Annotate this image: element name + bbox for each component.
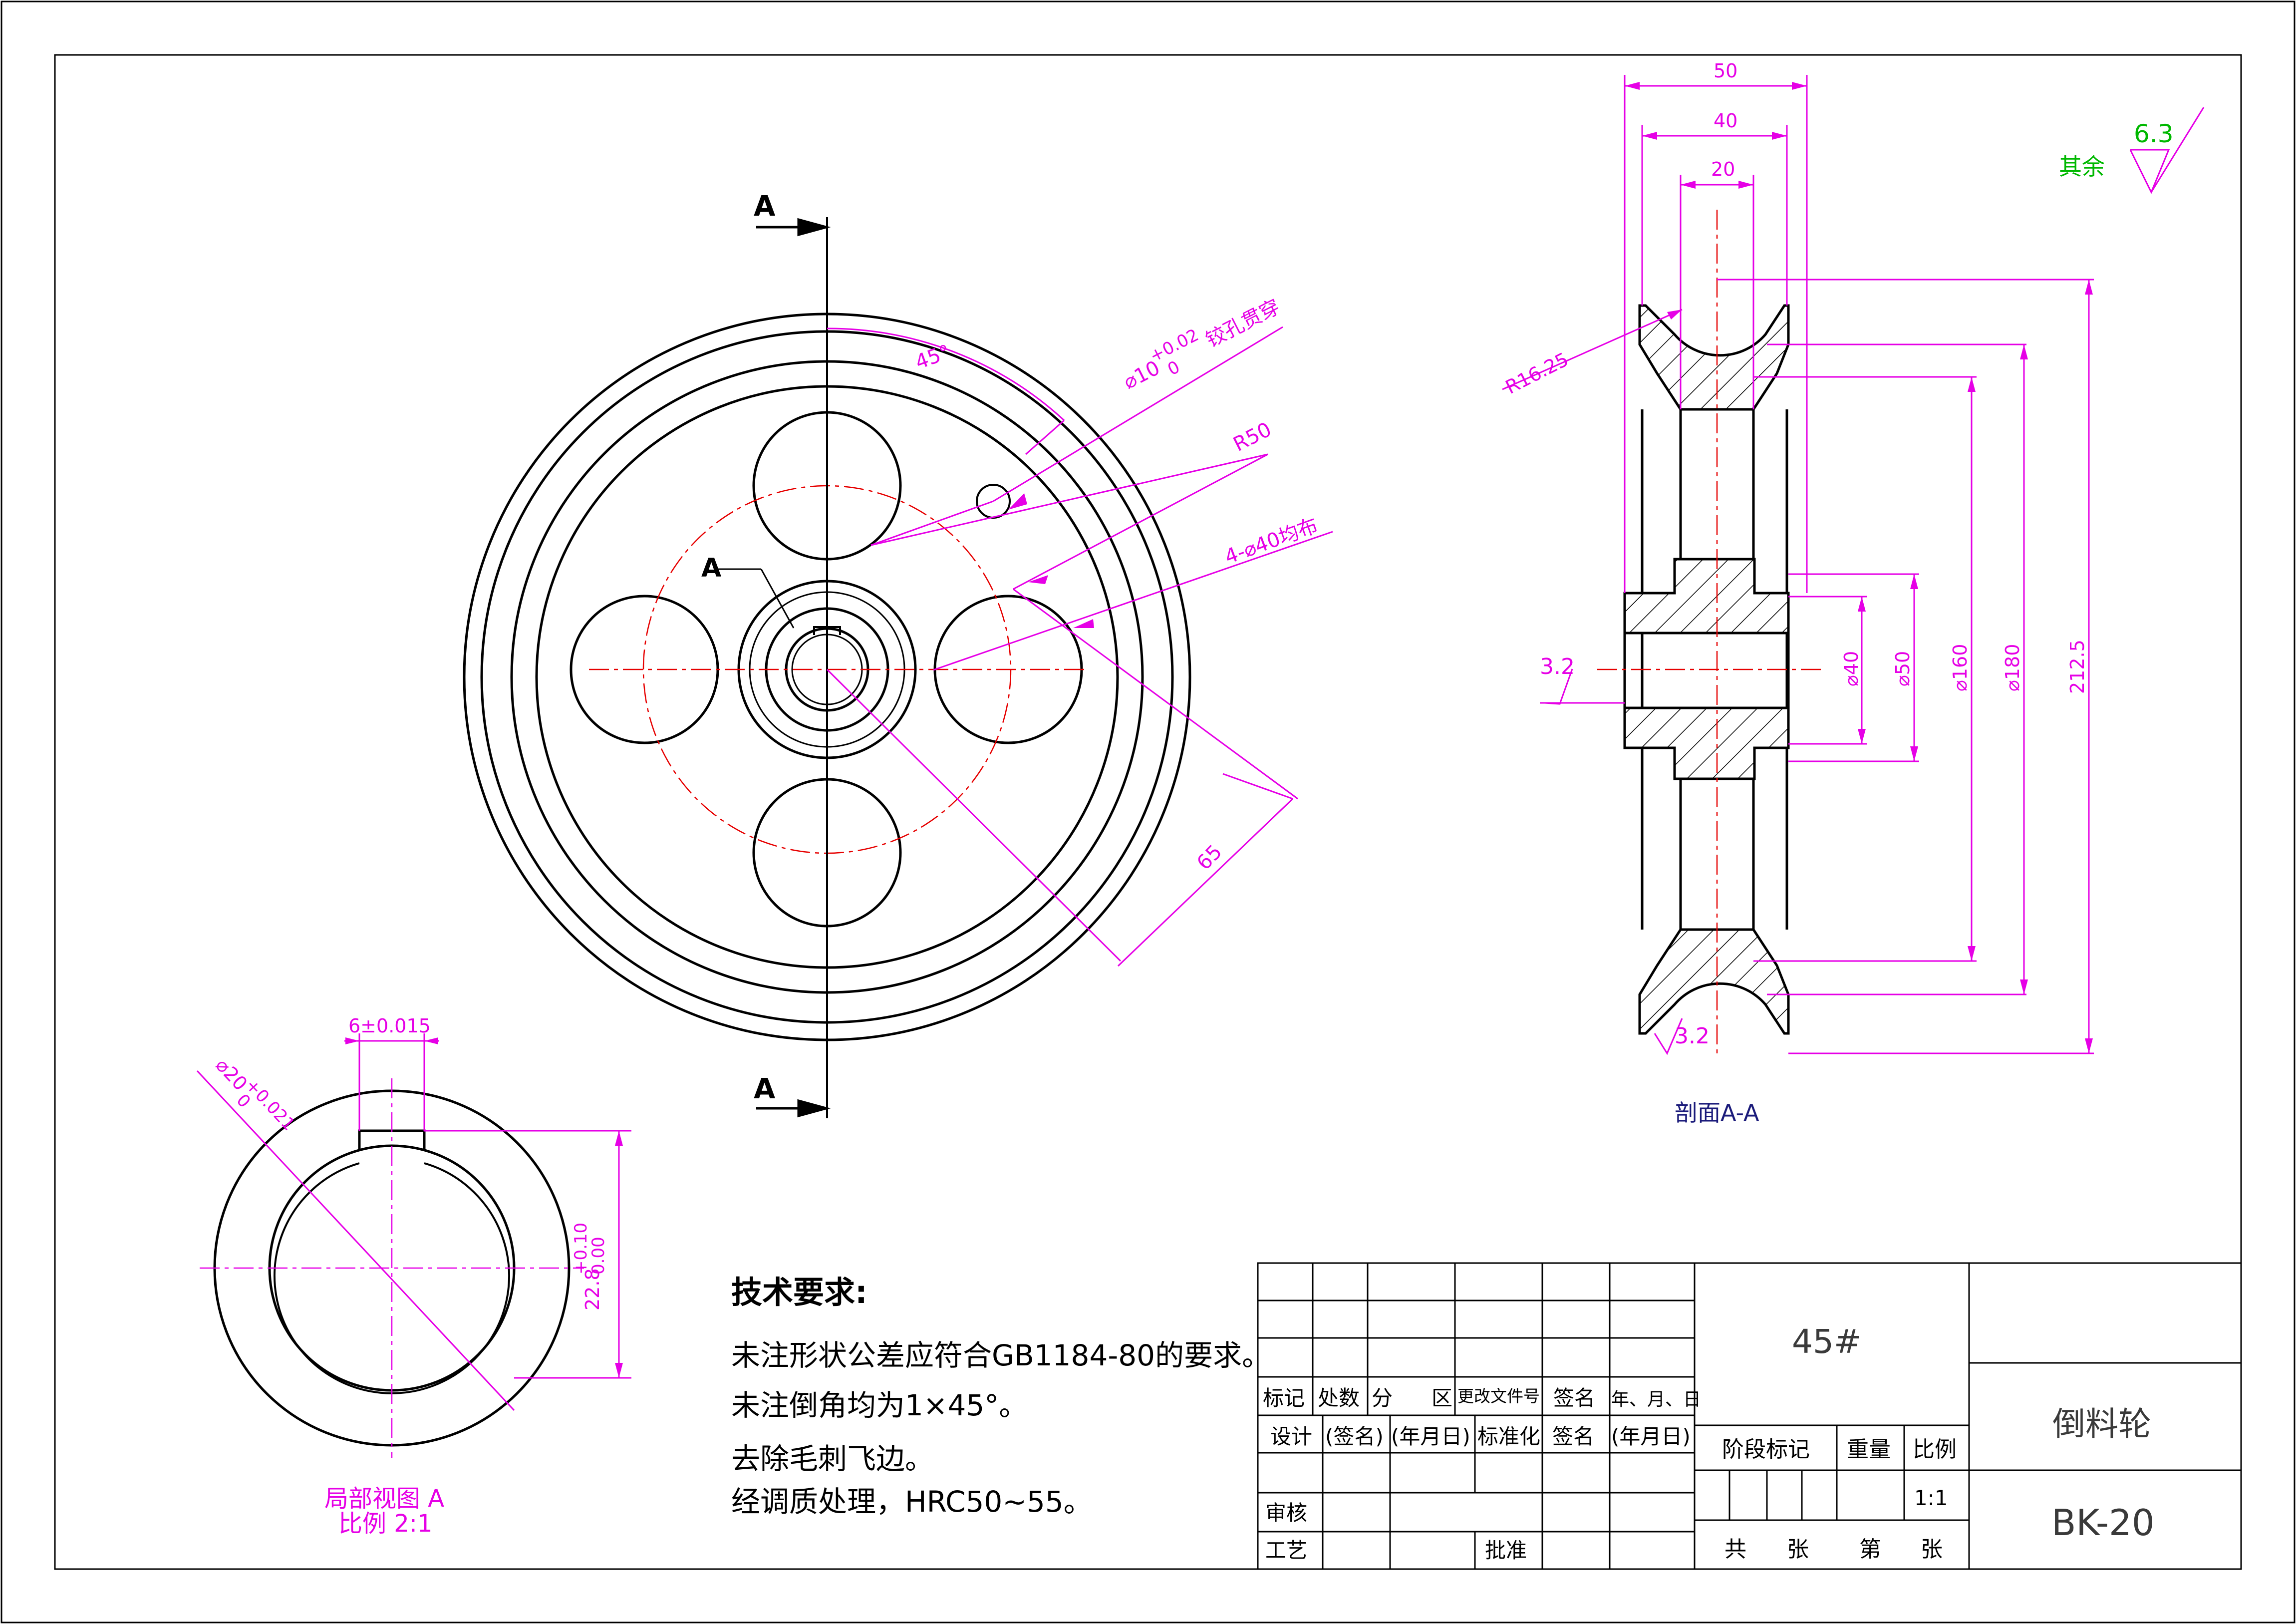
weight-label: 重量 — [1847, 1437, 1891, 1462]
ratio-label: 比例 — [1913, 1437, 1957, 1462]
dim-d40: ⌀40 — [1840, 651, 1862, 686]
hub-top-section — [1623, 558, 1790, 635]
material: 45# — [1792, 1322, 1861, 1361]
sheet-no-label: 第 — [1859, 1537, 1881, 1562]
dim-65: 65 — [1192, 840, 1226, 875]
detail-centerlines — [200, 1078, 584, 1458]
rev-header-doc: 更改文件号 — [1457, 1386, 1540, 1406]
detail-dim-arrows — [345, 1037, 623, 1378]
roughness-note-label: 其余 — [2059, 153, 2105, 180]
dim-pin-hole-tol-lower: 0 — [1164, 357, 1183, 379]
dim-d50: ⌀50 — [1892, 651, 1914, 686]
dim-r16: R16.25 — [1502, 348, 1572, 398]
front-centerlines — [589, 485, 1088, 854]
detail-dim-bore-tol-upper: +0.021 — [242, 1075, 299, 1134]
detail-ref-label: A — [701, 553, 721, 583]
detail-scale: 比例 2:1 — [338, 1510, 433, 1538]
drawing-number: BK-20 — [2051, 1502, 2155, 1544]
dim-d180: ⌀180 — [2002, 644, 2023, 691]
roughness-left: 3.2 — [1540, 654, 1575, 679]
std-sign: 签名 — [1552, 1424, 1594, 1449]
bore-body — [1623, 632, 1790, 709]
review-label: 审核 — [1265, 1501, 1307, 1525]
total-label: 共 — [1724, 1537, 1746, 1562]
detail-title: 局部视图 A — [324, 1485, 444, 1513]
stage-mark-label: 阶段标记 — [1722, 1437, 1810, 1462]
section-mark-top-label: A — [754, 190, 776, 223]
dim-angle: 45° — [912, 340, 953, 374]
rev-header-count: 处数 — [1318, 1386, 1360, 1410]
dim-40: 40 — [1714, 110, 1737, 132]
sheets-label: 张 — [1787, 1537, 1809, 1562]
sheets2-label: 张 — [1921, 1537, 1943, 1562]
dim-50: 50 — [1714, 60, 1737, 82]
title-block-texts: 标记 处数 分 区 更改文件号 签名 年、月、日 设计 (签名) (年月日) 标… — [1263, 1386, 1957, 1563]
standardize-label: 标准化 — [1477, 1424, 1540, 1449]
ratio-value: 1:1 — [1914, 1486, 1948, 1510]
front-dim-arrows — [1008, 493, 1094, 628]
tech-line-1: 未注形状公差应符合GB1184-80的要求。 — [731, 1338, 1271, 1372]
roughness-symbol — [2129, 107, 2205, 194]
design-label: 设计 — [1270, 1424, 1312, 1449]
section-dim-arrows — [1625, 82, 2093, 1053]
tech-line-2: 未注倒角均为1×45°。 — [731, 1388, 1028, 1422]
rev-header-sign: 签名 — [1553, 1386, 1595, 1410]
dim-d160: ⌀160 — [1949, 644, 1971, 691]
dim-pin-hole-note: 铰孔贯穿 — [1202, 295, 1283, 352]
section-mark-bottom-label: A — [754, 1073, 776, 1105]
detail-dim-key: 6±0.015 — [348, 1015, 431, 1037]
detail-dimensions — [196, 1033, 631, 1411]
detail-dim-depth: 22.8 — [581, 1268, 603, 1310]
rim-top-section — [1638, 304, 1790, 411]
part-name: 倒料轮 — [2052, 1405, 2151, 1443]
process-label: 工艺 — [1265, 1538, 1307, 1563]
rev-header-div: 分 — [1372, 1386, 1393, 1410]
detail-dim-depth-tol-lower: 0.00 — [588, 1237, 608, 1275]
section-marks — [716, 218, 831, 1118]
section-label: 剖面A-A — [1675, 1099, 1759, 1126]
section-dimensions — [1502, 75, 2094, 1055]
dim-20: 20 — [1711, 158, 1735, 180]
roughness-bottom: 3.2 — [1675, 1023, 1710, 1049]
section-view — [1597, 210, 1822, 1053]
tech-line-3: 去除毛刺飞边。 — [731, 1442, 934, 1476]
dim-r50: R50 — [1230, 418, 1275, 456]
detail-dim-depth-tol-upper: +0.10 — [571, 1223, 591, 1275]
design-date: (年月日) — [1391, 1424, 1470, 1449]
rev-header-zone: 区 — [1432, 1386, 1452, 1410]
rev-header-mark: 标记 — [1263, 1386, 1305, 1410]
roughness-note-value: 6.3 — [2134, 119, 2174, 148]
std-date: (年月日) — [1611, 1424, 1691, 1449]
design-sign: (签名) — [1325, 1424, 1384, 1449]
rim-bottom-section — [1638, 928, 1790, 1035]
hub-bottom-section — [1623, 706, 1790, 780]
front-dimensions — [826, 326, 1333, 967]
approve-label: 批准 — [1485, 1538, 1527, 1563]
dim-212: 212.5 — [2066, 640, 2088, 694]
inner-frame — [54, 54, 2242, 1570]
rev-header-date: 年、月、日 — [1611, 1389, 1701, 1410]
title-block — [1257, 1262, 2242, 1570]
tech-heading: 技术要求: — [731, 1274, 867, 1310]
tech-line-4: 经调质处理，HRC50~55。 — [731, 1485, 1093, 1519]
